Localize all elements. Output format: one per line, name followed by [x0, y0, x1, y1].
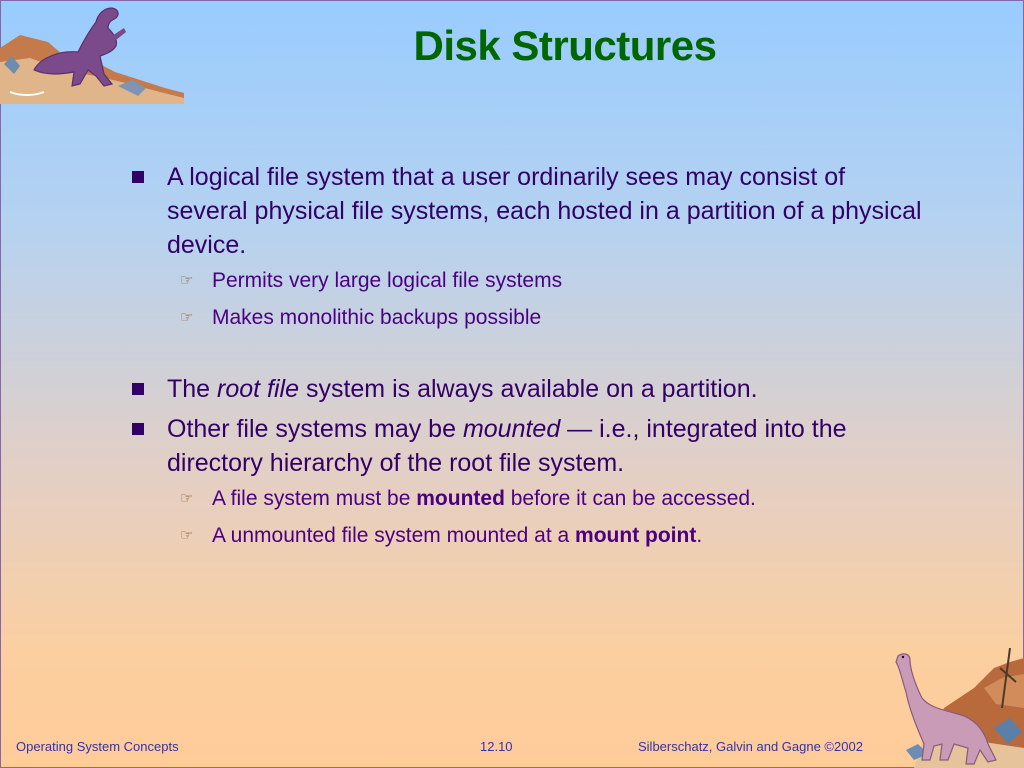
dinosaur-illustration-top-icon: [0, 7, 184, 104]
square-bullet-icon: [132, 171, 144, 183]
footer-course-title: Operating System Concepts: [16, 739, 179, 754]
pointing-hand-icon: ☞: [180, 309, 194, 326]
bullet-item: The root file system is always available…: [130, 372, 930, 406]
sub-bullet-item: ☞ A file system must be mounted before i…: [130, 480, 930, 517]
bullet-text-emphasis: mounted: [462, 415, 561, 443]
sub-bullet-text-post: .: [696, 524, 703, 547]
sub-bullet-text-bold: mounted: [416, 487, 505, 510]
bullet-item: A logical file system that a user ordina…: [130, 160, 930, 262]
pointing-hand-icon: ☞: [180, 527, 194, 544]
square-bullet-icon: [132, 423, 144, 435]
bullet-text-post: system is always available on a partitio…: [299, 375, 758, 403]
sub-bullet-text-bold: mount point: [575, 524, 697, 547]
footer-copyright: Silberschatz, Galvin and Gagne ©2002: [638, 739, 863, 754]
dinosaur-illustration-bottom-icon: [895, 648, 1024, 768]
sub-bullet-item: ☞ Permits very large logical file system…: [130, 262, 930, 299]
bullet-item: Other file systems may be mounted — i.e.…: [130, 412, 930, 480]
sub-bullet-text-post: before it can be accessed.: [504, 487, 756, 510]
slide-title: Disk Structures: [413, 22, 717, 69]
sub-bullet-item: ☞ A unmounted file system mounted at a m…: [130, 517, 930, 554]
pointing-hand-icon: ☞: [180, 490, 194, 507]
pointing-hand-icon: ☞: [180, 272, 194, 289]
bullet-text-pre: Other file systems may be: [167, 415, 463, 443]
spacer: [130, 336, 930, 372]
sub-bullet-text: Permits very large logical file systems: [212, 269, 563, 292]
sub-bullet-item: ☞ Makes monolithic backups possible: [130, 299, 930, 336]
bullet-text-post: — i.e., integrated into the directory hi…: [167, 415, 847, 477]
slide-content: A logical file system that a user ordina…: [130, 160, 930, 554]
square-bullet-icon: [132, 383, 144, 395]
sub-bullet-text: Makes monolithic backups possible: [212, 306, 542, 329]
sub-bullet-text-pre: A unmounted file system mounted at a: [212, 524, 576, 547]
footer-slide-number: 12.10: [480, 739, 513, 754]
bullet-text: A logical file system that a user ordina…: [167, 163, 922, 259]
sub-bullet-text-pre: A file system must be: [212, 487, 417, 510]
bullet-text-emphasis: root file: [217, 375, 300, 403]
bullet-text-pre: The: [167, 375, 218, 403]
